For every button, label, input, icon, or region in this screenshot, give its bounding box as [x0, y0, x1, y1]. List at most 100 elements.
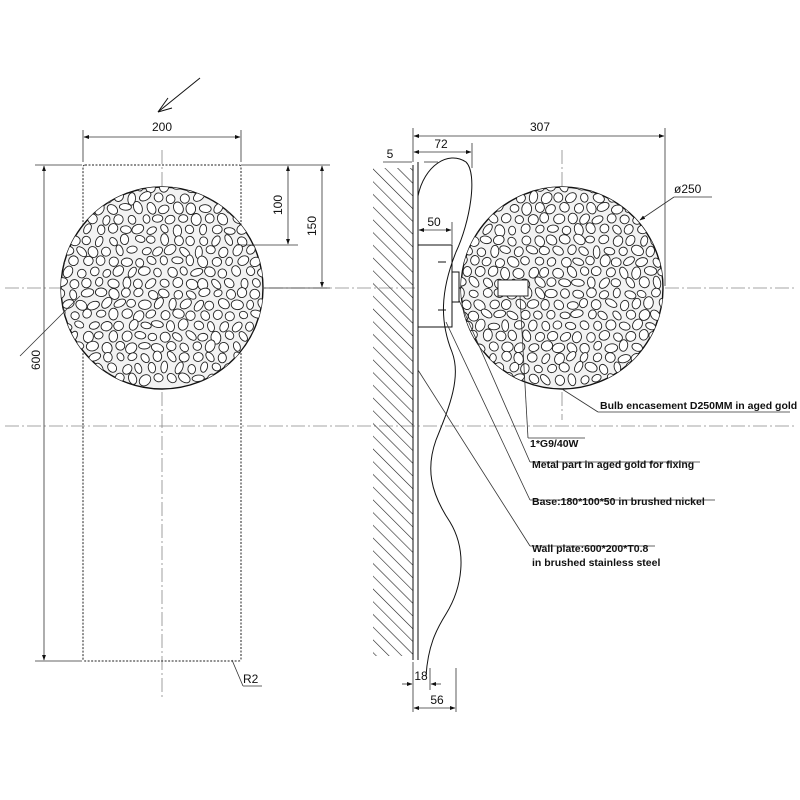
pebble-texture — [494, 258, 506, 268]
front-offset-label-100: 100 — [271, 195, 285, 215]
pebble-texture — [120, 257, 133, 267]
front-radius-callout: R2 — [231, 659, 262, 687]
pebble-texture — [525, 245, 539, 255]
front-offset-label-150: 150 — [305, 216, 319, 236]
pebble-texture — [160, 233, 169, 246]
pebble-texture — [535, 224, 545, 234]
pebble-texture — [547, 363, 558, 374]
pebble-texture — [526, 299, 540, 309]
pebble-texture — [578, 246, 589, 256]
pebble-texture — [185, 254, 194, 267]
side-base — [417, 244, 453, 328]
pebble-texture — [166, 350, 177, 363]
pebble-texture — [528, 190, 539, 204]
pebble-texture — [603, 246, 616, 256]
pebble-texture — [192, 352, 204, 362]
pebble-texture — [625, 234, 636, 247]
pebble-texture — [135, 258, 145, 268]
front-width-dimension: 200 — [82, 120, 242, 162]
metal-part-note: Metal part in aged gold for fixing — [532, 459, 694, 471]
pebble-texture — [230, 299, 244, 311]
pebble-texture — [200, 361, 209, 373]
pebble-texture — [137, 266, 151, 276]
pebble-texture — [112, 265, 125, 277]
pebble-texture — [224, 311, 235, 322]
pebble-texture — [185, 310, 196, 321]
pebble-texture — [94, 235, 104, 248]
pebble-texture — [75, 299, 88, 311]
pebble-texture — [126, 298, 136, 308]
pebble-texture — [69, 279, 80, 290]
pebble-texture — [83, 223, 92, 235]
pebble-texture — [204, 213, 215, 224]
pebble-texture — [246, 299, 254, 310]
pebble-texture — [100, 321, 113, 332]
pebble-texture — [544, 288, 558, 299]
pebble-texture — [514, 215, 524, 225]
pebble-texture — [166, 320, 175, 333]
front-width-label: 200 — [152, 120, 172, 134]
pebble-texture — [213, 289, 223, 298]
pebble-texture — [81, 235, 91, 246]
pebble-texture — [172, 308, 185, 319]
pebble-texture — [95, 277, 104, 287]
pebble-texture — [101, 246, 111, 257]
pebble-texture — [115, 341, 126, 351]
pebble-texture — [546, 331, 559, 342]
pebble-texture — [197, 255, 209, 268]
pebble-texture — [193, 299, 205, 312]
pebble-texture — [80, 288, 95, 298]
pebble-texture — [591, 215, 604, 225]
pebble-texture — [612, 224, 622, 235]
pebble-texture — [69, 289, 78, 301]
pebble-texture — [146, 235, 156, 244]
pebble-texture — [579, 266, 590, 276]
pebble-texture — [212, 309, 223, 320]
pebble-texture — [552, 245, 564, 256]
pebble-texture — [592, 245, 601, 259]
pebble-texture — [138, 299, 152, 310]
base-note: Base:180*100*50 in brushed nickel — [532, 496, 705, 508]
pebble-texture — [580, 375, 590, 385]
pebble-texture — [141, 247, 152, 256]
pebble-texture — [252, 278, 261, 288]
pebble-texture — [199, 223, 208, 236]
pebble-texture — [171, 256, 184, 265]
pebble-texture — [605, 319, 617, 331]
pebble-texture — [87, 246, 99, 258]
pebble-texture — [552, 267, 564, 279]
pebble-texture — [146, 202, 157, 215]
side-globe — [460, 186, 664, 390]
pebble-texture — [160, 360, 168, 374]
side-diameter-label: ø250 — [674, 182, 702, 196]
pebble-texture — [160, 224, 169, 234]
pebble-texture — [507, 329, 517, 342]
pebble-texture — [121, 308, 133, 319]
front-radius-label: R2 — [243, 672, 259, 686]
pebble-texture — [204, 266, 216, 278]
pebble-texture — [631, 266, 642, 280]
side-depth-label: 307 — [530, 120, 550, 134]
pebble-texture — [74, 320, 85, 329]
pebble-texture — [579, 320, 590, 330]
pebble-texture — [610, 278, 622, 288]
pebble-texture — [122, 364, 133, 375]
pebble-texture — [245, 321, 254, 332]
pebble-texture — [211, 278, 222, 290]
pebble-texture — [198, 204, 212, 213]
pebble-texture — [122, 276, 132, 290]
pebble-texture — [558, 362, 570, 373]
pebble-texture — [207, 321, 215, 333]
pebble-texture — [101, 296, 113, 309]
pebble-texture — [499, 245, 511, 254]
front-wall-plate — [82, 164, 242, 662]
pebble-texture — [541, 353, 551, 365]
pebble-texture — [113, 214, 124, 225]
pebble-texture — [540, 340, 554, 352]
pebble-texture — [580, 192, 589, 203]
pebble-texture — [546, 257, 557, 267]
pebble-texture — [168, 297, 177, 311]
pebble-texture — [121, 287, 131, 298]
pebble-texture — [490, 244, 500, 258]
pebble-texture — [534, 287, 546, 300]
